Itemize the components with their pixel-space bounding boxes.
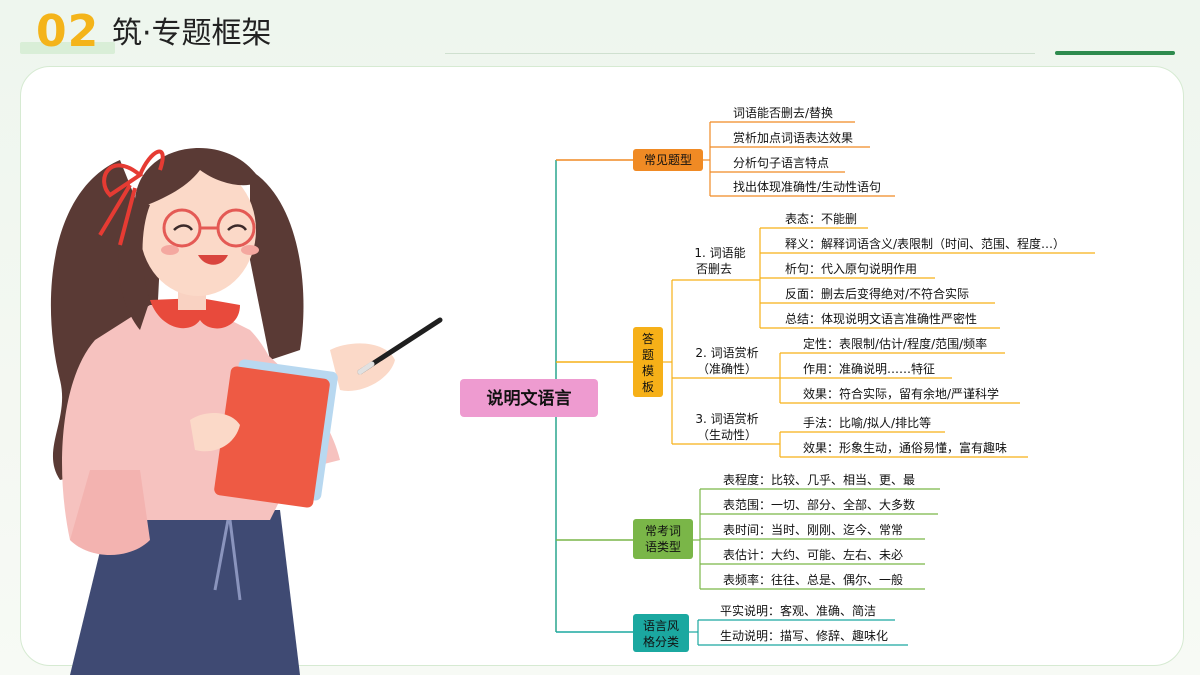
leaf-item: 总结：体现说明文语言准确性严密性 — [785, 311, 977, 326]
header-accent-band — [20, 42, 115, 54]
svg-text:分析句子语言特点: 分析句子语言特点 — [733, 155, 829, 170]
leaf-item: 分析句子语言特点 — [710, 155, 845, 173]
section-number: 02 — [36, 6, 100, 57]
section-title: 筑·专题框架 — [112, 16, 272, 51]
leaf-item: 反面：删去后变得绝对/不符合实际 — [785, 286, 969, 301]
svg-text:词语能否删去/替换: 词语能否删去/替换 — [733, 106, 833, 120]
svg-text:（准确性）: （准确性） — [697, 362, 757, 376]
svg-text:语类型: 语类型 — [645, 540, 681, 554]
leaf-item: 找出体现准确性/生动性语句 — [710, 180, 895, 197]
root-node: 说明文语言 — [460, 379, 598, 417]
svg-text:2. 词语赏析: 2. 词语赏析 — [695, 346, 758, 360]
leaf-item: 表时间：当时、刚刚、迄今、常常 — [723, 522, 903, 537]
branch-language-styles: 语言风 格分类 平实说明：客观、准确、简洁 生动说明：描写、修辞、趣味化 — [633, 603, 908, 652]
sub-branch-accuracy: 2. 词语赏析 （准确性） 定性：表限制/估计/程度/范围/频率 作用：准确说明… — [672, 336, 1020, 404]
leaf-item: 析句：代入原句说明作用 — [785, 261, 917, 276]
svg-text:赏析加点词语表达效果: 赏析加点词语表达效果 — [733, 130, 853, 145]
leaf-item: 效果：符合实际，留有余地/严谨科学 — [803, 386, 999, 401]
teacher-illustration — [50, 147, 443, 675]
svg-text:题: 题 — [642, 348, 654, 362]
svg-text:格分类: 格分类 — [643, 634, 679, 649]
svg-text:常考词: 常考词 — [645, 524, 681, 538]
leaf-item: 词语能否删去/替换 — [710, 106, 855, 123]
svg-text:板: 板 — [642, 380, 654, 394]
svg-text:（生动性）: （生动性） — [697, 428, 757, 442]
branch-answer-templates: 答 题 模 板 1. 词语能 否删去 表态：不能删 释义：解释词语含义/表限制（… — [633, 212, 1095, 458]
branch-common-word-types: 常考词 语类型 表程度：比较、几乎、相当、更、最 表范围：一切、部分、全部、大多… — [633, 472, 940, 590]
leaf-item: 表范围：一切、部分、全部、大多数 — [723, 497, 915, 512]
leaf-item: 表估计：大约、可能、左右、未必 — [723, 547, 903, 562]
svg-text:模: 模 — [642, 364, 654, 378]
svg-text:找出体现准确性/生动性语句: 找出体现准确性/生动性语句 — [733, 180, 881, 194]
svg-text:否删去: 否删去 — [696, 262, 732, 276]
leaf-item: 释义：解释词语含义/表限制（时间、范围、程度…） — [785, 236, 1065, 251]
leaf-item: 表频率：往往、总是、偶尔、一般 — [723, 572, 903, 587]
leaf-item: 作用：准确说明……特征 — [803, 361, 935, 376]
header: 02 筑·专题框架 — [0, 0, 1200, 62]
header-divider-accent — [1055, 51, 1175, 55]
svg-text:说明文语言: 说明文语言 — [487, 388, 572, 409]
leaf-item: 效果：形象生动，通俗易懂，富有趣味 — [803, 440, 1007, 455]
branch-common-question-types: 常见题型 词语能否删去/替换 赏析加点词语表达效果 分析句子语言特点 找出体现准… — [633, 106, 895, 197]
svg-text:1. 词语能: 1. 词语能 — [694, 246, 745, 260]
leaf-item: 表程度：比较、几乎、相当、更、最 — [723, 472, 915, 487]
header-divider-line — [445, 53, 1035, 54]
sub-branch-vividness: 3. 词语赏析 （生动性） 手法：比喻/拟人/排比等 效果：形象生动，通俗易懂，… — [672, 412, 1028, 458]
leaf-item: 生动说明：描写、修辞、趣味化 — [720, 628, 888, 643]
sub-branch-deletable: 1. 词语能 否删去 表态：不能删 释义：解释词语含义/表限制（时间、范围、程度… — [672, 212, 1095, 329]
leaf-item: 定性：表限制/估计/程度/范围/频率 — [803, 336, 987, 351]
leaf-item: 赏析加点词语表达效果 — [710, 130, 870, 148]
svg-text:3. 词语赏析: 3. 词语赏析 — [695, 412, 758, 426]
svg-text:语言风: 语言风 — [643, 619, 679, 633]
svg-text:答: 答 — [642, 331, 654, 346]
leaf-item: 表态：不能删 — [785, 212, 857, 226]
svg-text:常见题型: 常见题型 — [644, 153, 692, 167]
leaf-item: 手法：比喻/拟人/排比等 — [803, 415, 931, 430]
leaf-item: 平实说明：客观、准确、简洁 — [720, 603, 876, 618]
